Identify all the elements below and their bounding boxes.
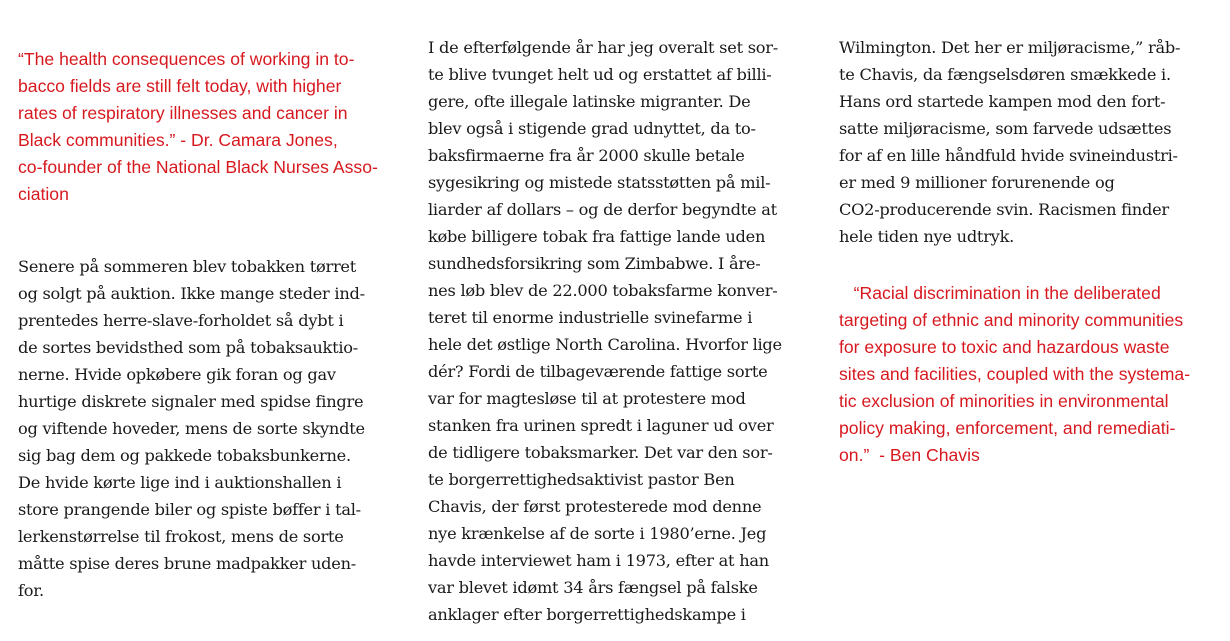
body-paragraph-auction: Senere på sommeren blev tobakken tørret … — [18, 257, 365, 600]
pull-quote-ben-chavis: “Racial discrimination in the deliberate… — [839, 283, 1191, 465]
pull-quote-camara-jones: “The health consequences of working in t… — [18, 49, 378, 204]
body-paragraph-tobacco-farms: I de efterfølgende år har jeg overalt se… — [428, 38, 782, 624]
body-paragraph-environmental-racism: Wilmington. Det her er miljøracisme,” rå… — [839, 38, 1181, 246]
